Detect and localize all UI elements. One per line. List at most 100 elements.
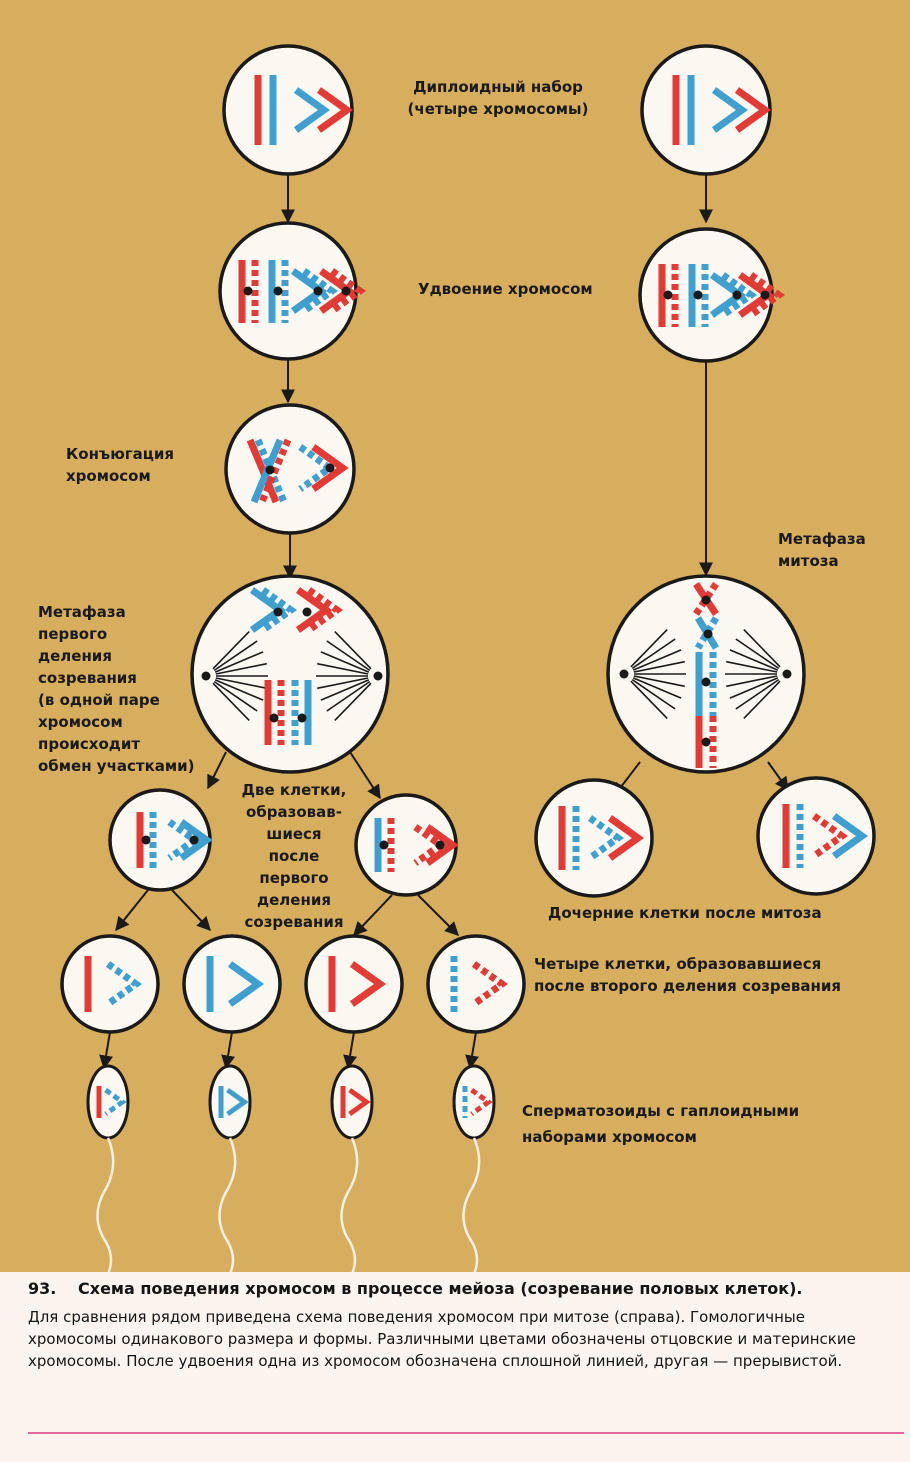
chromosome-chevron [260,587,298,633]
spindle-left-fiber [215,662,267,675]
cell-second-division-4 [426,934,526,1034]
centromere [701,677,711,687]
spindle-left-fiber [213,680,258,712]
spindle-mitosis-left-fiber [632,649,682,671]
arrow [207,751,227,790]
centromere [273,607,283,617]
centromere [760,290,770,300]
spindle-left-fiber [215,677,267,690]
spindle-mitosis-right-fiber [729,677,779,699]
centromere [189,835,199,845]
chromosome-crossing [258,438,292,504]
centromere [703,629,713,639]
spindle-mitosis-right-fiber [743,628,781,668]
spindle-mitosis-left-fiber [631,638,676,670]
caption-title-line: 93. Схема поведения хромосом в процессе м… [28,1278,898,1299]
arrow [417,894,459,936]
chromosome-chevron [105,961,143,1007]
spindle-mitosis-right-fiber [726,675,778,688]
bottom-rule [28,1432,904,1434]
spindle-left-fiber [212,682,250,722]
label-metaphase-first: Метафаза первого деления созревания (в о… [38,603,195,775]
chromosome-chevron [711,87,749,133]
spindle-mitosis-right-fiber [735,638,780,670]
spindle-left-fiber [214,679,264,701]
chromosome-chevron [349,961,387,1007]
centromere [141,835,151,845]
arrow [99,1031,113,1070]
cell-metaphase-mitosis [606,574,806,774]
label-diploid: Диплоидный набор (четыре хромосомы) [407,78,589,118]
centromere [265,465,275,475]
cell-diploid-right [640,44,772,176]
arrow [349,751,381,800]
centromere [325,463,335,473]
chromosome-chevron [298,444,336,492]
centromere [663,290,673,300]
chromosome-chevron [179,819,213,861]
sperm-tail-1 [96,1137,115,1272]
chromosome-chevron [831,813,869,859]
chromosome-chevron [748,272,786,318]
cell-second-division-2 [182,934,282,1034]
spindle-right-fiber [317,662,369,675]
chromosome-chevron [811,813,849,859]
spindle-mitosis-left-fiber [630,628,668,668]
figure-caption: 93. Схема поведения хромосом в процессе м… [28,1278,898,1372]
spindle-right-fiber [326,680,371,712]
spindle-right-fiber [320,679,370,701]
centromere [435,840,445,850]
label-doubling: Удвоение хромосом [418,280,593,298]
chromosome-chevron [293,87,331,133]
chromosome-chevron [104,1087,127,1117]
spindle-right-fiber [334,630,372,670]
spindle-mitosis-left-fiber [631,678,676,710]
spindle-right-pole [373,671,383,681]
caption-body: Для сравнения рядом приведена схема пове… [28,1308,856,1370]
chromosome-chevron [301,268,339,314]
cell-diploid-left [222,44,354,176]
spindle-right-fiber [326,640,371,672]
chromosome-chevron [720,272,758,318]
centromere [297,713,307,723]
centromere [341,286,351,296]
chromosome-chevron [587,815,625,861]
spindle-mitosis-left-pole [619,669,629,679]
centromere [243,286,253,296]
sperm-tail-3 [340,1137,359,1272]
spindle-left-fiber [212,630,250,670]
spindle-mitosis-right-fiber [726,660,778,673]
sperm-tail-2 [218,1137,237,1272]
spindle-right-fiber [317,677,369,690]
caption-title: Схема поведения хромосом в процессе мейо… [78,1279,803,1298]
chromosome-chevron [306,587,344,633]
centromere [273,286,283,296]
sperm-tail-4 [462,1137,481,1272]
spindle-left-fiber [214,651,264,673]
chromosome-chevron [470,1087,493,1117]
chromosome-chevron [226,1087,249,1117]
chromosome-crossing [693,582,719,616]
label-two-cells: Две клетки, образовав- шиеся после перво… [241,781,347,931]
chromosome-chevron [316,87,354,133]
arrow [343,1031,357,1070]
chromosome-crossing [246,438,280,504]
spindle-mitosis-right-fiber [735,678,780,710]
centromere [732,290,742,300]
centromere [302,607,312,617]
centromere [269,713,279,723]
centromere [693,290,703,300]
chromosome-chevron [227,961,265,1007]
centromere [313,286,323,296]
label-conjugation: Конъюгация хромосом [66,445,175,485]
spindle-left-pole [201,671,211,681]
spindle-mitosis-right-fiber [729,649,779,671]
cell-conjugation-left [224,403,356,535]
chromosome-chevron [471,961,509,1007]
centromere [379,840,389,850]
cell-metaphase-first [190,574,390,774]
figure-number: 93. [28,1279,57,1298]
label-daughter-cells: Дочерние клетки после митоза [548,904,822,922]
cell-second-division-3 [304,934,404,1034]
label-metaphase-mitosis: Метафаза митоза [778,530,866,570]
